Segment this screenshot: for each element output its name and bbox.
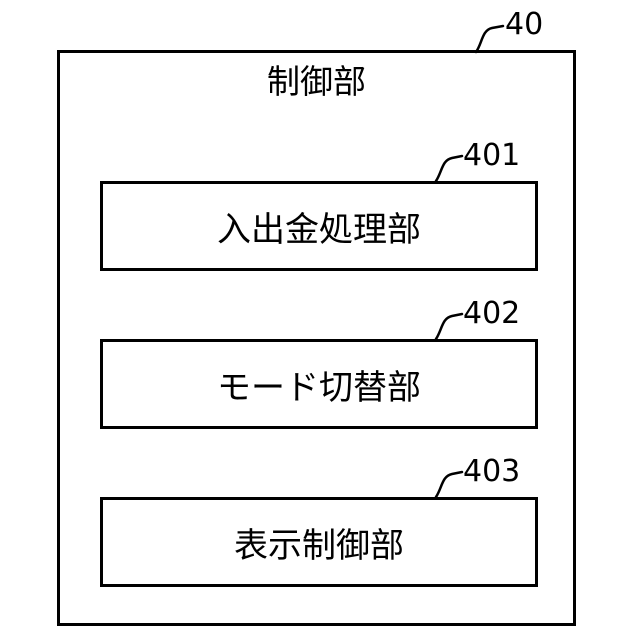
mode-switch-unit-box: モード切替部: [100, 339, 538, 429]
deposit-withdrawal-unit-ref: 401: [463, 139, 520, 173]
control-unit-title: 制御部: [57, 60, 576, 104]
display-control-unit-ref: 403: [463, 455, 520, 489]
control-unit-ref: 40: [505, 8, 543, 42]
mode-switch-unit-ref: 402: [463, 297, 520, 331]
leader-line-40: [476, 26, 503, 52]
mode-switch-unit-label: モード切替部: [217, 360, 421, 409]
display-control-unit-box: 表示制御部: [100, 497, 538, 587]
deposit-withdrawal-unit-box: 入出金処理部: [100, 181, 538, 271]
deposit-withdrawal-unit-label: 入出金処理部: [217, 202, 421, 251]
display-control-unit-label: 表示制御部: [234, 518, 404, 567]
